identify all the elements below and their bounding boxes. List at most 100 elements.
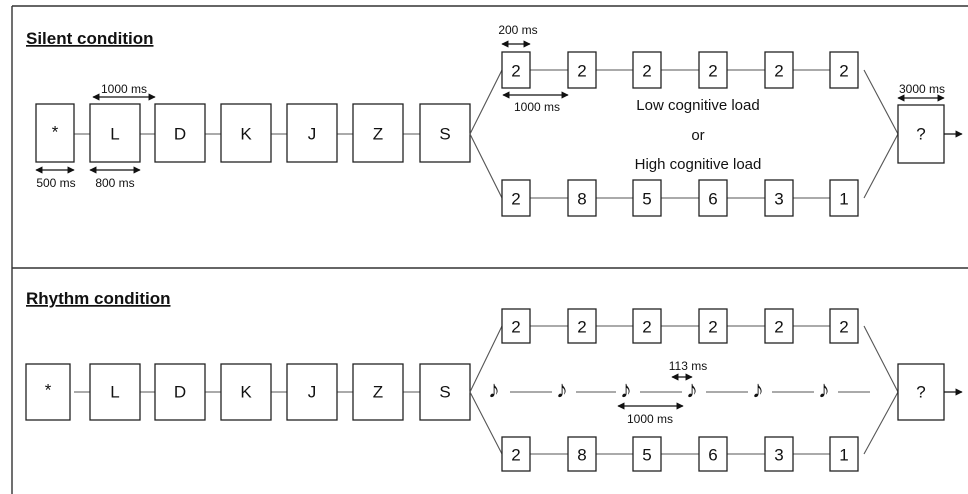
silent-branch-up bbox=[469, 69, 503, 135]
silent-letter: Z bbox=[373, 125, 383, 144]
rhythm-fixation-symbol: * bbox=[45, 381, 52, 400]
rhythm-panel-title: Rhythm condition bbox=[26, 289, 170, 308]
silent-high-digit-box bbox=[632, 179, 662, 217]
silent-low-digit: 2 bbox=[577, 62, 586, 81]
rhythm-low-digit-box bbox=[567, 308, 597, 344]
rhythm-letter-box bbox=[286, 363, 338, 421]
silent-fixation-box bbox=[35, 103, 75, 163]
digit-soa-label: 1000 ms bbox=[514, 100, 560, 114]
silent-high-digit: 6 bbox=[708, 190, 717, 209]
rhythm-low-digit-box bbox=[698, 308, 728, 344]
rhythm-low-digit: 2 bbox=[577, 318, 586, 337]
silent-letter: S bbox=[439, 125, 450, 144]
rhythm-letter: J bbox=[308, 383, 317, 402]
rhythm-low-digit: 2 bbox=[511, 318, 520, 337]
rhythm-high-digit-box bbox=[632, 436, 662, 472]
rhythm-high-digit: 1 bbox=[839, 446, 848, 465]
silent-low-digit-box bbox=[632, 51, 662, 89]
rhythm-letter-box bbox=[154, 363, 206, 421]
note-mask bbox=[486, 376, 510, 408]
rhythm-low-digit-box bbox=[829, 308, 859, 344]
silent-panel-title: Silent condition bbox=[26, 29, 154, 48]
rhythm-probe-symbol: ? bbox=[916, 383, 925, 402]
music-note-icon: ♪ bbox=[752, 377, 764, 404]
silent-letter: L bbox=[110, 125, 119, 144]
rhythm-letter: K bbox=[240, 383, 252, 402]
rhythm-low-digit: 2 bbox=[708, 318, 717, 337]
letter-onset-label: 800 ms bbox=[95, 176, 134, 190]
silent-high-digit: 1 bbox=[839, 190, 848, 209]
rhythm-letter: D bbox=[174, 383, 186, 402]
rhythm-high-digit-box bbox=[764, 436, 794, 472]
high-load-label: High cognitive load bbox=[635, 156, 762, 173]
silent-high-digit-box bbox=[764, 179, 794, 217]
load-or-label: or bbox=[691, 127, 704, 144]
rhythm-letter-box bbox=[352, 363, 404, 421]
silent-high-digit-box bbox=[501, 179, 531, 217]
silent-high-digit: 5 bbox=[642, 190, 651, 209]
silent-letter: J bbox=[308, 125, 317, 144]
music-note-icon: ♪ bbox=[818, 377, 830, 404]
rhythm-letter: Z bbox=[373, 383, 383, 402]
silent-high-digit-box bbox=[829, 179, 859, 217]
note-mask bbox=[552, 376, 576, 408]
silent-merge-up bbox=[863, 69, 899, 135]
silent-low-digit-box bbox=[698, 51, 728, 89]
silent-merge-down bbox=[863, 133, 899, 199]
silent-letter-box bbox=[352, 103, 404, 163]
silent-high-digit: 8 bbox=[577, 190, 586, 209]
silent-letter: K bbox=[240, 125, 252, 144]
rhythm-high-digit-box bbox=[567, 436, 597, 472]
fixation-duration-label: 500 ms bbox=[36, 176, 75, 190]
low-load-label: Low cognitive load bbox=[636, 97, 759, 114]
rhythm-letter: L bbox=[110, 383, 119, 402]
digit-onset-label: 200 ms bbox=[498, 23, 537, 37]
silent-branch-down bbox=[469, 133, 503, 199]
silent-low-digit: 2 bbox=[642, 62, 651, 81]
note-onset-label: 113 ms bbox=[669, 359, 707, 373]
rhythm-high-digit-box bbox=[829, 436, 859, 472]
note-mask bbox=[748, 376, 772, 408]
rhythm-low-digit-box bbox=[632, 308, 662, 344]
rhythm-letter: S bbox=[439, 383, 450, 402]
letter-soa-label: 1000 ms bbox=[101, 82, 147, 96]
silent-high-digit: 2 bbox=[511, 190, 520, 209]
rhythm-high-digit: 2 bbox=[511, 446, 520, 465]
silent-letter-box bbox=[154, 103, 206, 163]
note-mask bbox=[682, 376, 706, 408]
rhythm-fixation-box bbox=[25, 363, 71, 421]
rhythm-high-digit: 8 bbox=[577, 446, 586, 465]
rhythm-low-digit: 2 bbox=[642, 318, 651, 337]
silent-high-digit-box bbox=[698, 179, 728, 217]
music-note-icon: ♪ bbox=[488, 377, 500, 404]
silent-low-digit-box bbox=[567, 51, 597, 89]
silent-high-digit-box bbox=[567, 179, 597, 217]
silent-high-digit: 3 bbox=[774, 190, 783, 209]
rhythm-high-digit: 6 bbox=[708, 446, 717, 465]
rhythm-high-digit: 3 bbox=[774, 446, 783, 465]
rhythm-letter-box bbox=[89, 363, 141, 421]
rhythm-high-digit: 5 bbox=[642, 446, 651, 465]
silent-letter-box bbox=[220, 103, 272, 163]
silent-letter-box bbox=[89, 103, 141, 163]
silent-probe-symbol: ? bbox=[916, 125, 925, 144]
rhythm-high-digit-box bbox=[698, 436, 728, 472]
rhythm-low-digit: 2 bbox=[839, 318, 848, 337]
silent-low-digit-box bbox=[501, 51, 531, 89]
rhythm-branch-down bbox=[469, 391, 503, 455]
rhythm-merge-up bbox=[863, 325, 899, 393]
silent-fixation-symbol: * bbox=[52, 123, 59, 142]
music-note-icon: ♪ bbox=[556, 377, 568, 404]
silent-letter: D bbox=[174, 125, 186, 144]
music-note-icon: ♪ bbox=[620, 377, 632, 404]
rhythm-letter-box bbox=[419, 363, 471, 421]
silent-low-digit: 2 bbox=[839, 62, 848, 81]
silent-low-digit: 2 bbox=[774, 62, 783, 81]
rhythm-low-digit-box bbox=[501, 308, 531, 344]
probe-duration-label: 3000 ms bbox=[899, 82, 945, 96]
rhythm-letter-box bbox=[220, 363, 272, 421]
rhythm-branch-up bbox=[469, 325, 503, 393]
silent-low-digit-box bbox=[829, 51, 859, 89]
rhythm-high-digit-box bbox=[501, 436, 531, 472]
